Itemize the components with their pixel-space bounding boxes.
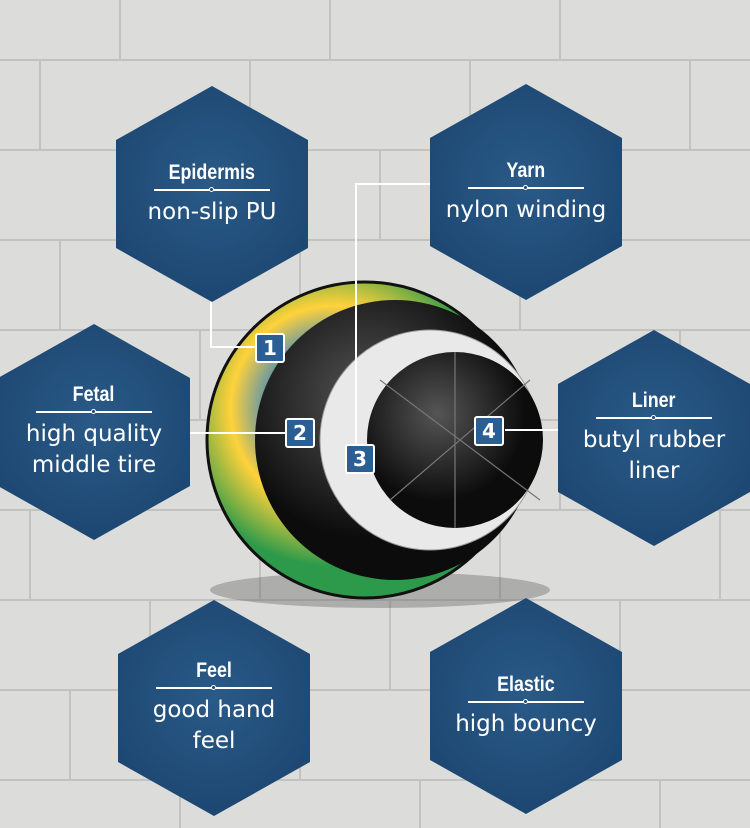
divider bbox=[596, 415, 712, 420]
feature-desc: liner bbox=[628, 458, 680, 484]
divider bbox=[468, 184, 584, 190]
layer-badge-4: 4 bbox=[474, 416, 504, 446]
feature-title: Elastic bbox=[497, 672, 555, 696]
feature-desc: high quality bbox=[25, 421, 163, 447]
feature-desc: feel bbox=[192, 728, 236, 754]
divider bbox=[156, 685, 272, 690]
feature-desc: good hand bbox=[152, 697, 276, 723]
feature-title: Yarn bbox=[506, 158, 546, 182]
feature-elastic: Elastic high bouncy bbox=[430, 598, 622, 814]
divider bbox=[468, 698, 584, 704]
feature-title: Feel bbox=[196, 659, 232, 682]
divider bbox=[36, 409, 152, 414]
feature-desc: nylon winding bbox=[445, 196, 607, 223]
feature-desc: non-slip PU bbox=[147, 198, 277, 225]
feature-feel: Feel good hand feel bbox=[118, 600, 310, 816]
feature-epidermis: Epidermis non-slip PU bbox=[116, 86, 308, 302]
layer-badge-3: 3 bbox=[345, 444, 375, 474]
feature-desc: middle tire bbox=[31, 452, 157, 478]
layer-badge-1: 1 bbox=[255, 333, 285, 363]
feature-title: Fetal bbox=[73, 383, 115, 406]
divider bbox=[154, 186, 270, 192]
feature-title: Epidermis bbox=[168, 160, 256, 184]
layer-badge-2: 2 bbox=[285, 418, 315, 448]
feature-desc: high bouncy bbox=[455, 710, 597, 737]
feature-yarn: Yarn nylon winding bbox=[430, 84, 622, 300]
feature-liner: Liner butyl rubber liner bbox=[558, 330, 750, 546]
feature-desc: butyl rubber bbox=[582, 427, 726, 453]
feature-title: Liner bbox=[632, 389, 676, 412]
